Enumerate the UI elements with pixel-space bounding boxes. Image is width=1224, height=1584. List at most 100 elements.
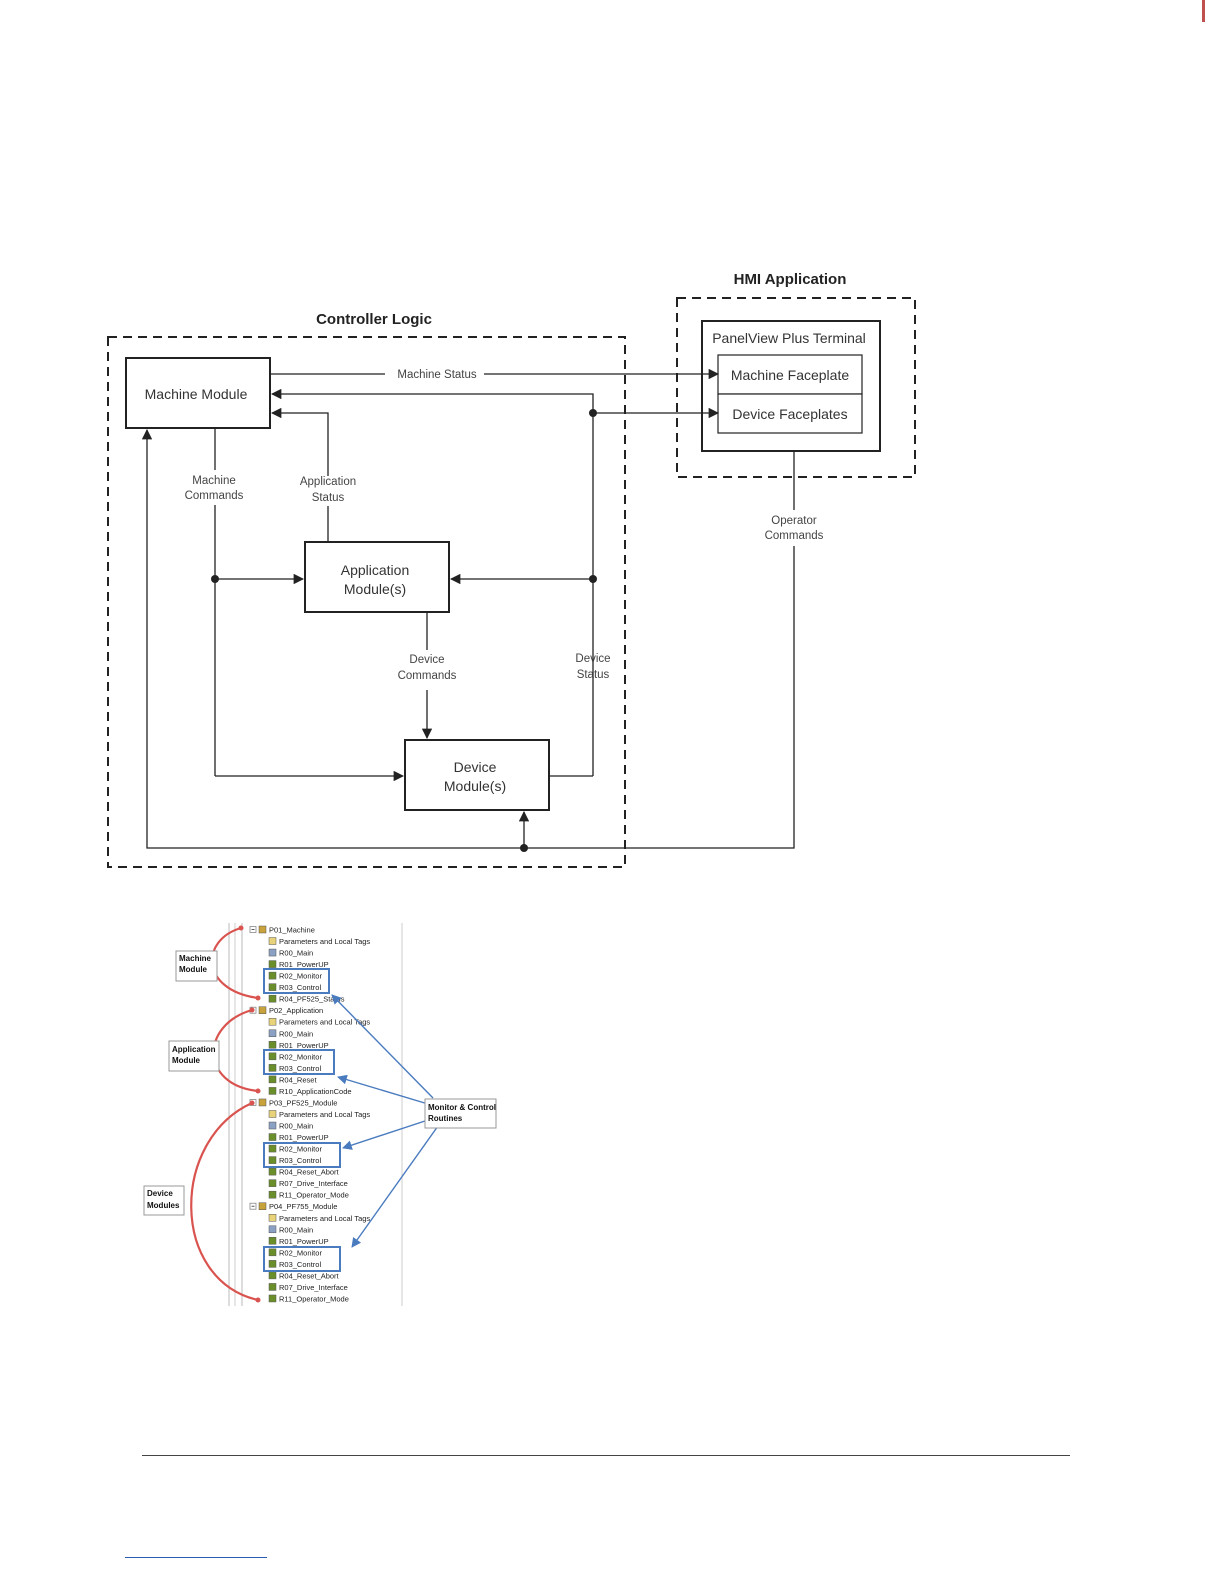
routine-icon: [268, 1041, 277, 1049]
routine-icon: [268, 1237, 277, 1245]
tree-item-label: R01_PowerUP: [279, 960, 329, 969]
tree-routine-row[interactable]: R10_ApplicationCode: [268, 1087, 352, 1096]
callout-machine-line2: Module: [179, 965, 208, 974]
tree-routine-row[interactable]: R01_PowerUP: [268, 960, 329, 969]
tree-program-row[interactable]: P01_Machine: [249, 926, 315, 935]
tree-routine-row[interactable]: Parameters and Local Tags: [268, 1214, 370, 1223]
routine-icon: [268, 1075, 277, 1084]
tree-item-label: R07_Drive_Interface: [279, 1179, 348, 1188]
callout-arrow-application: [337, 1074, 429, 1105]
tree-item-label: Parameters and Local Tags: [279, 1214, 370, 1223]
tag-icon: [268, 1017, 277, 1026]
device-status-to-machine-line: [270, 388, 594, 776]
machine-commands-label-1: Machine: [192, 475, 235, 487]
junction-dot: [520, 844, 528, 852]
application-module-box: Application Module(s): [304, 541, 450, 613]
tag-icon: [268, 1110, 277, 1118]
tree-item-label: R00_Main: [279, 1225, 313, 1234]
tree-routine-row[interactable]: R11_Operator_Mode: [268, 1294, 349, 1303]
tree-routine-row[interactable]: R02_Monitor: [268, 1145, 322, 1154]
tree-routine-row[interactable]: Parameters and Local Tags: [268, 1110, 370, 1119]
device-commands-label-1: Device: [409, 654, 444, 666]
tree-item-label: R11_Operator_Mode: [279, 1294, 349, 1303]
tree-routine-row[interactable]: R07_Drive_Interface: [268, 1179, 348, 1188]
device-module-label-line1: Device: [454, 759, 497, 775]
tree-item-label: R01_PowerUP: [279, 1237, 329, 1246]
tree-routine-row[interactable]: R04_Reset: [268, 1075, 317, 1084]
main-routine-icon: [268, 1029, 277, 1038]
tree-item-label: R00_Main: [279, 1122, 313, 1131]
routine-icon: [268, 1283, 277, 1291]
operator-commands-line-b: [141, 428, 795, 849]
tree-routine-row[interactable]: R00_Main: [268, 948, 313, 958]
callout-application-line2: Module: [172, 1056, 201, 1065]
callout-arrow-pf525: [342, 1119, 429, 1150]
routine-icon: [268, 1271, 277, 1280]
device-modules-bracket: [190, 1101, 259, 1302]
panelview-terminal-label: PanelView Plus Terminal: [712, 330, 866, 346]
tree-routine-row[interactable]: R00_Main: [268, 1029, 313, 1038]
tree-item-label: P04_PF755_Module: [269, 1202, 337, 1211]
callout-arrow-machine: [331, 994, 434, 1099]
panelview-terminal-box: PanelView Plus Terminal Machine Faceplat…: [701, 320, 881, 452]
device-faceplates-label: Device Faceplates: [732, 406, 847, 422]
monitor-control-highlight: [263, 1142, 341, 1168]
routine-icon: [268, 1087, 277, 1095]
tree-program-row[interactable]: P03_PF525_Module: [249, 1098, 337, 1107]
tree-item-label: R03_Control: [279, 1260, 321, 1269]
tree-routine-row[interactable]: Parameters and Local Tags: [268, 1017, 370, 1027]
tree-routine-row[interactable]: R01_PowerUP: [268, 1133, 329, 1142]
tree-program-row[interactable]: P04_PF755_Module: [249, 1202, 337, 1211]
operator-commands-label-2: Commands: [765, 530, 824, 542]
application-status-line-b: [270, 407, 329, 476]
main-routine-icon: [268, 948, 277, 957]
routine-icon: [268, 1052, 277, 1061]
callout-monitor-line2: Routines: [428, 1114, 463, 1123]
machine-faceplate-label: Machine Faceplate: [731, 367, 850, 383]
tree-routine-row[interactable]: R07_Drive_Interface: [268, 1283, 348, 1292]
tree-item-label: R00_Main: [279, 949, 313, 958]
tree-routine-row[interactable]: R04_Reset_Abort: [268, 1271, 340, 1280]
tree-routine-row[interactable]: Parameters and Local Tags: [268, 937, 370, 946]
junction-dot: [211, 575, 219, 583]
callout-monitor-line1: Monitor & Control: [428, 1103, 496, 1112]
tree-item-label: R04_PF525_Status: [279, 995, 345, 1004]
callout-machine-line1: Machine: [179, 954, 212, 963]
tree-routine-row[interactable]: R03_Control: [268, 983, 321, 992]
hmi-application-title: HMI Application: [734, 271, 847, 288]
callout-device-line2: Modules: [147, 1201, 180, 1210]
tree-program-row[interactable]: P02_Application: [249, 1006, 323, 1015]
tree-item-label: R01_PowerUP: [279, 1133, 329, 1142]
program-folder-icon: [258, 1202, 267, 1210]
tree-item-label: P01_Machine: [269, 926, 315, 935]
tree-routine-row[interactable]: R01_PowerUP: [268, 1041, 329, 1050]
callout-device-modules: Device Modules: [143, 1185, 185, 1216]
tree-routine-row[interactable]: R01_PowerUP: [268, 1237, 329, 1246]
routine-icon: [268, 971, 277, 980]
junction-dot: [589, 409, 597, 417]
routine-icon: [268, 1248, 277, 1257]
callout-monitor-control: Monitor & Control Routines: [424, 1098, 497, 1129]
tree-routine-row[interactable]: R02_Monitor: [268, 1248, 322, 1257]
tree-item-label: R03_Control: [279, 1064, 321, 1073]
program-folder-icon: [258, 1098, 267, 1107]
application-module-label-line1: Application: [341, 562, 410, 578]
routine-icon: [268, 1133, 277, 1141]
application-status-label-1: Application: [300, 476, 356, 488]
tree-routine-row[interactable]: R02_Monitor: [268, 971, 322, 981]
tree-routine-row[interactable]: R00_Main: [268, 1122, 313, 1131]
tree-routine-row[interactable]: R02_Monitor: [268, 1052, 322, 1061]
tree-item-label: R00_Main: [279, 1029, 313, 1038]
tree-routine-row[interactable]: R00_Main: [268, 1225, 313, 1234]
tree-routine-row[interactable]: R03_Control: [268, 1064, 321, 1073]
tree-item-label: R01_PowerUP: [279, 1041, 329, 1050]
tree-routine-row[interactable]: R03_Control: [268, 1156, 321, 1165]
tree-routine-row[interactable]: R04_Reset_Abort: [268, 1168, 340, 1177]
tree-routine-row[interactable]: R04_PF525_Status: [268, 995, 345, 1004]
tree-routine-row[interactable]: R11_Operator_Mode: [268, 1191, 349, 1200]
tag-icon: [268, 1214, 277, 1222]
tree-routine-row[interactable]: R03_Control: [268, 1260, 321, 1269]
machine-status-label: Machine Status: [397, 369, 477, 381]
tree-item-label: R11_Operator_Mode: [279, 1191, 349, 1200]
